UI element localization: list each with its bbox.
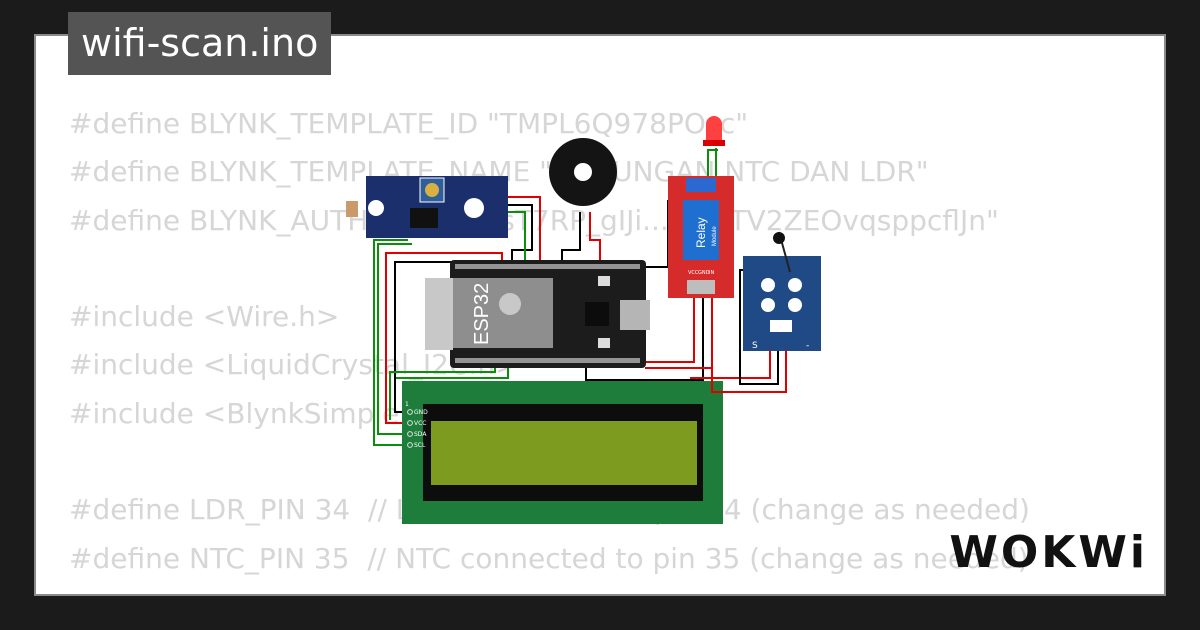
lcd-display[interactable]: 1 GND VCC SDA SCL [402, 381, 723, 524]
code-line: #define BLYNK_TEMPLATE_ID "TMPL6Q978PO_c… [69, 107, 749, 140]
ntc-module[interactable]: S - [743, 231, 821, 351]
relay-sub-label: Module [712, 226, 718, 246]
code-line: #include <Wire.h> [69, 300, 340, 334]
esp32-label: ESP32 [471, 283, 493, 345]
wokwi-logo: WOKWi [949, 527, 1148, 578]
lcd-pin-scl: SCL [414, 442, 426, 449]
ntc-signal-label: S [752, 341, 758, 351]
relay-label: Relay [694, 217, 708, 248]
lcd-pin-sda: SDA [414, 431, 427, 438]
relay-module[interactable]: Relay Module VCC GND IN [668, 176, 734, 298]
lcd-pin-gnd: GND [414, 409, 428, 416]
file-title-tab[interactable]: wifi-scan.ino [68, 12, 332, 75]
esp32-board[interactable]: ESP32 [425, 260, 650, 368]
relay-pin-vcc: VCC [688, 270, 699, 276]
preview-card: #define BLYNK_TEMPLATE_ID "TMPL6Q978PO_c… [34, 34, 1166, 596]
ldr-module[interactable] [346, 176, 508, 238]
ntc-minus-label: - [806, 341, 809, 351]
lcd-pin-vcc: VCC [414, 420, 426, 427]
code-line: #define BLYNK_TEMPLATE_NAME "GABUNGAN NT… [69, 155, 929, 189]
code-line: #define LED_PIN 15 // LED connected to p… [69, 583, 1030, 594]
code-line: #define NTC_PIN 35 // NTC connected to p… [69, 541, 1029, 575]
led-red[interactable] [703, 116, 725, 146]
buzzer[interactable] [549, 138, 617, 206]
lcd-pin-number: 1 [405, 401, 409, 408]
relay-pin-gnd: GND [698, 270, 710, 276]
relay-pin-in: IN [709, 270, 714, 276]
